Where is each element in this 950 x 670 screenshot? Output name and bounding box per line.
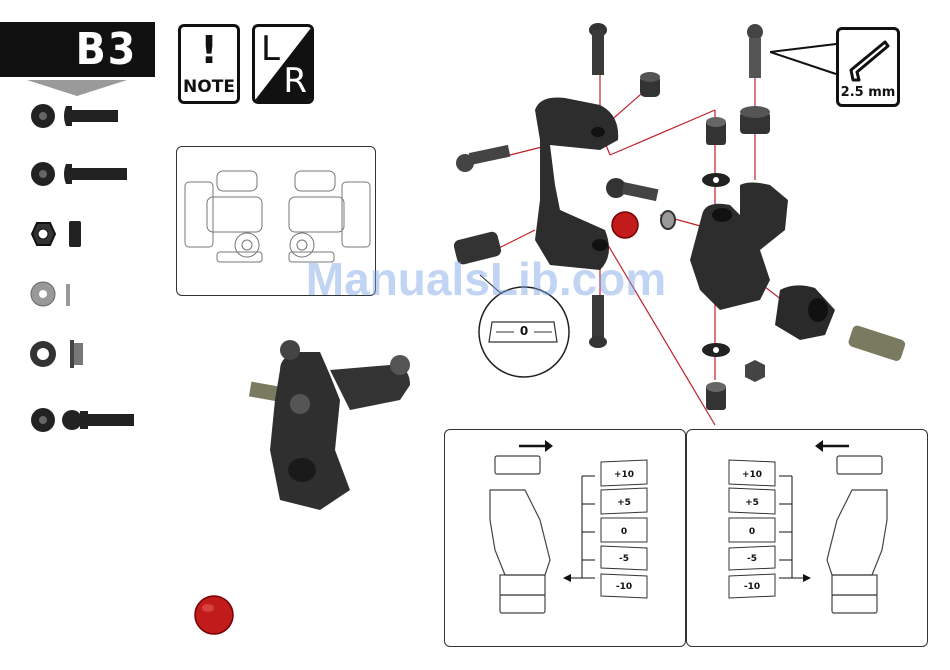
steering-block-part (535, 98, 618, 271)
grease-marker-icon (612, 212, 638, 238)
hub-carrier-part (775, 285, 835, 340)
top-screw-part (589, 23, 607, 75)
bushing-upper-part (702, 117, 730, 187)
lock-nut-part (745, 360, 765, 382)
left-right-badge: L R (252, 24, 314, 104)
callout-line-icon (770, 36, 840, 76)
spacer-right-part (740, 106, 770, 134)
ball-stud-top-part (747, 24, 763, 78)
watermark: ManualsLib.com (266, 252, 706, 306)
offset-callout-label: 0 (510, 324, 538, 338)
axle-part (847, 324, 906, 362)
assembled-knuckle-illustration (240, 340, 420, 520)
grease-marker-icon (193, 594, 235, 636)
shim-label: +10 (614, 470, 634, 480)
washer-icon (31, 282, 70, 306)
note-badge: ! NOTE (178, 24, 240, 104)
lower-washer-part (702, 343, 730, 357)
hex-wrench-icon (839, 32, 897, 84)
shim-label: -10 (744, 582, 760, 592)
shim-label: -5 (619, 554, 629, 564)
shim-label: +5 (617, 498, 631, 508)
button-head-screw-short-icon (31, 104, 118, 128)
adjustment-panel-left: +10 +5 0 -5 -10 (444, 429, 686, 647)
shim-list-right: +10 +5 0 -5 -10 (729, 460, 775, 598)
right-label: R (283, 61, 307, 101)
adjustment-diagram-right: +10 +5 0 -5 -10 (687, 430, 929, 648)
shim-label: 0 (621, 527, 627, 537)
ball-stud-icon (31, 408, 134, 432)
shim-label: -10 (616, 582, 632, 592)
hex-wrench-size: 2.5 mm (839, 85, 897, 100)
parts-list (26, 98, 141, 443)
shim-label: -5 (747, 554, 757, 564)
step-number: B3 (58, 22, 155, 77)
shim-label: +10 (742, 470, 762, 480)
block-side-view (490, 456, 550, 613)
hex-nut-icon (32, 221, 81, 247)
note-label: NOTE (181, 77, 237, 97)
adjustment-diagram-left: +10 +5 0 -5 -10 (445, 430, 687, 648)
arrow-left-icon (815, 440, 849, 452)
button-head-screw-long-icon (31, 162, 127, 186)
exclamation-icon: ! (181, 31, 237, 69)
flanged-bushing-icon (30, 340, 83, 368)
ball-stud-part (456, 145, 510, 172)
adjustment-panel-right: +10 +5 0 -5 -10 (686, 429, 928, 647)
shim-list-left: +10 +5 0 -5 -10 (601, 460, 647, 598)
hex-wrench-badge: 2.5 mm (836, 27, 900, 107)
shim-label: +5 (745, 498, 759, 508)
shim-label: 0 (749, 527, 755, 537)
block-side-view (827, 456, 887, 613)
arrow-right-icon (519, 440, 553, 452)
chevron-down-icon (27, 80, 127, 96)
lower-bushing-part (706, 382, 726, 410)
bushing-part (640, 72, 660, 97)
left-label: L (261, 29, 280, 69)
